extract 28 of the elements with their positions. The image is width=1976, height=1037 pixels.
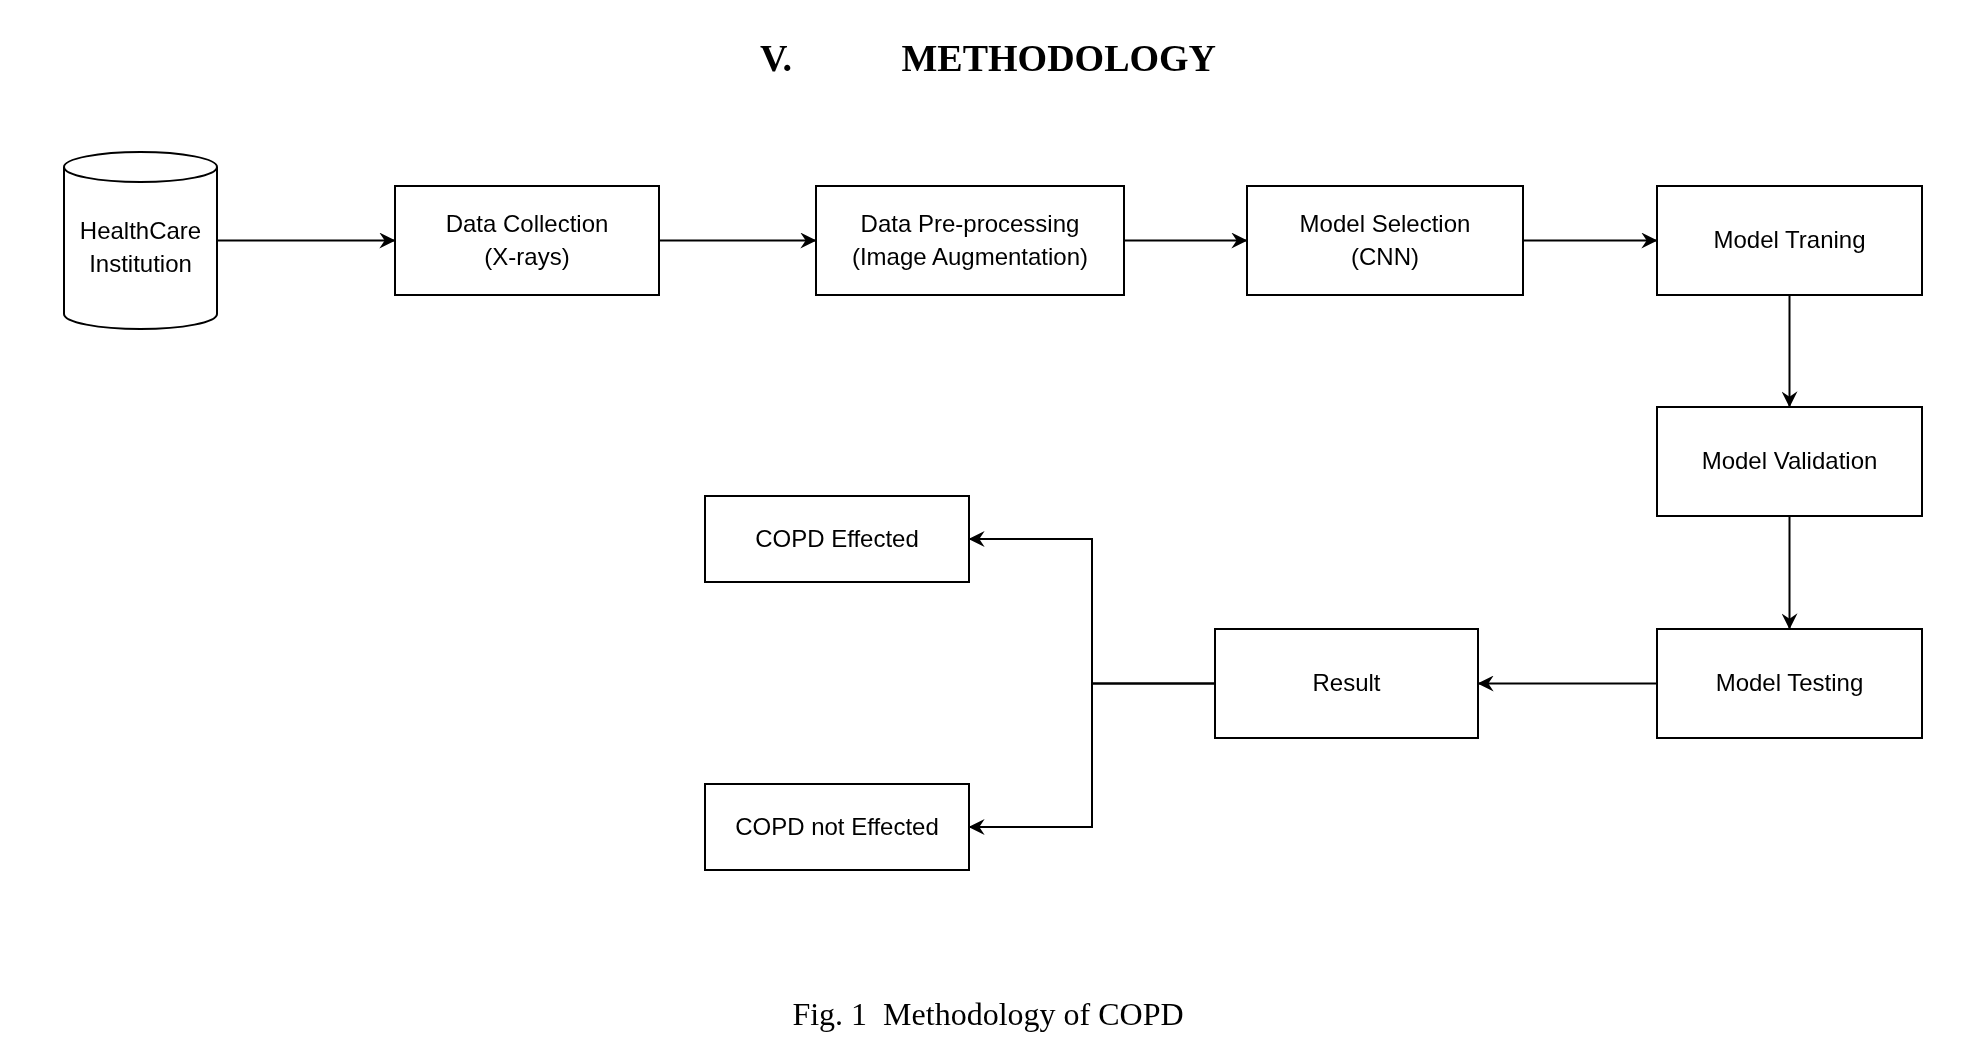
heading: V. METHODOLOGY bbox=[759, 36, 1217, 80]
node-label: Model Selection (CNN) bbox=[1298, 209, 1472, 272]
node-label: Model Testing bbox=[1715, 668, 1864, 699]
process-box bbox=[815, 185, 1125, 296]
process-box bbox=[704, 783, 970, 871]
process-box bbox=[394, 185, 660, 296]
arrow bbox=[1781, 295, 1798, 408]
node-label: Data Collection (X-rays) bbox=[444, 209, 610, 272]
node-label: COPD not Effected bbox=[735, 811, 939, 842]
node-label: HealthCare Institution bbox=[78, 216, 203, 279]
process-box bbox=[1656, 628, 1923, 739]
process-box bbox=[1656, 406, 1923, 517]
node-label: Model Traning bbox=[1713, 225, 1866, 256]
node-label: COPD Effected bbox=[755, 523, 919, 554]
arrow bbox=[659, 232, 817, 249]
process-box bbox=[1214, 628, 1479, 739]
node-label: Data Pre-processing (Image Augmentation) bbox=[850, 209, 1090, 272]
database-cylinder bbox=[63, 151, 218, 330]
process-box bbox=[704, 495, 970, 583]
arrow bbox=[1523, 232, 1658, 249]
node-label: Model Validation bbox=[1701, 446, 1878, 477]
arrow bbox=[1781, 516, 1798, 630]
process-box bbox=[1656, 185, 1923, 296]
arrow bbox=[1124, 232, 1248, 249]
process-box bbox=[1246, 185, 1524, 296]
arrow bbox=[217, 232, 396, 249]
figure-caption: Fig. 1 Methodology of COPD bbox=[792, 996, 1184, 1033]
node-label: Result bbox=[1312, 668, 1381, 699]
